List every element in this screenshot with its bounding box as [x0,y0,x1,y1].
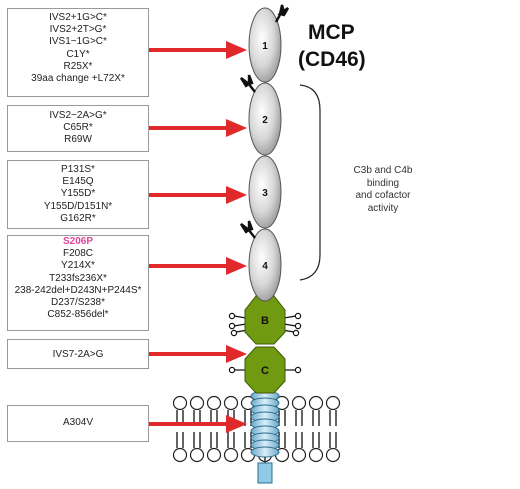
mutation-label: F208C [62,248,93,260]
ccp4-label: 4 [262,261,268,272]
arrow-to-ccp2 [149,119,247,137]
arrow-to-ccp1 [149,41,247,59]
n-glycan-ccp2 [239,74,256,93]
mutation-label: IVS2+2T>G* [49,24,107,36]
mutation-label: IVS2−2A>G* [49,110,107,121]
region-annotation-line: and cofactor [355,190,411,201]
stp-c-label: C [261,365,269,377]
region-annotation-line: activity [367,202,399,214]
mutation-label: R25X* [63,60,93,72]
n-glycan-ccp1 [274,4,290,23]
arrow-to-stp-c [149,345,247,363]
ccp2-label: 2 [262,115,268,126]
mutation-box-ccp4: S206P F208C Y214X* T233fs236X* 238-242de… [7,235,149,331]
region-annotation-line: binding [366,177,400,189]
mutation-box-stp-c: IVS7-2A>G [7,339,149,369]
mutation-box-ccp1: IVS2+1G>C* IVS2+2T>G* IVS1−1G>C* C1Y* R2… [7,8,149,97]
region-bracket [299,84,321,281]
protein-subtitle: (CD46) [298,48,366,71]
mutation-label: IVS7-2A>G [52,349,104,360]
mutation-label: R69W [64,134,92,146]
mutation-label: C65R* [63,122,93,134]
mutation-label: Y155D* [60,188,96,200]
cytoplasmic-tail [257,462,273,484]
protein-title: MCP [308,21,355,44]
n-glycan-ccp4 [239,220,256,239]
arrows [149,41,247,433]
mutation-label: IVS2+1G>C* [49,12,107,23]
mutation-label: 238-242del+D243N+P244S* [14,284,142,296]
highlighted-mutation-label: S206P [62,236,94,247]
mutation-label: D237/S238* [51,297,105,309]
mutation-box-transmembrane: A304V [7,405,149,442]
mutation-label: IVS1−1G>C* [49,36,107,48]
ccp-domain-1 [248,7,282,83]
stp-domain-c [244,346,286,394]
o-glycan-stubs [228,312,302,374]
region-annotation-line: C3b and C4b [353,165,413,176]
mutation-label: E145Q [62,176,94,188]
mutation-label: C852-856del* [47,309,109,321]
mutation-label: C1Y* [66,48,90,60]
ccp-domain-2 [248,82,282,156]
ccp3-label: 3 [262,188,268,199]
arrow-to-transmembrane [149,415,247,433]
mutation-box-ccp2: IVS2−2A>G* C65R* R69W [7,105,149,152]
arrow-to-ccp4 [149,257,247,275]
domain-labels: 1 2 3 4 B C [261,41,269,377]
ccp-domain-3 [248,155,282,229]
mutation-label: 39aa change +L72X* [31,73,125,85]
region-annotation: C3b and C4b binding and cofactor activit… [328,165,438,215]
mutation-box-ccp3: P131S* E145Q Y155D* Y155D/D151N* G162R* [7,160,149,229]
mutation-label: Y214X* [61,260,95,272]
mutation-label: T233fs236X* [49,272,107,284]
mutation-label: Y155D/D151N* [43,200,113,212]
n-glycan-icons [239,4,290,239]
ccp1-label: 1 [262,41,268,52]
stp-b-label: B [261,315,269,327]
ccp-domain-4 [248,228,282,302]
stp-domain-b [244,295,286,345]
mutation-label: P131S* [61,164,95,175]
mutation-label: A304V [62,417,94,428]
arrow-to-ccp3 [149,186,247,204]
mutation-label: G162R* [60,212,96,224]
